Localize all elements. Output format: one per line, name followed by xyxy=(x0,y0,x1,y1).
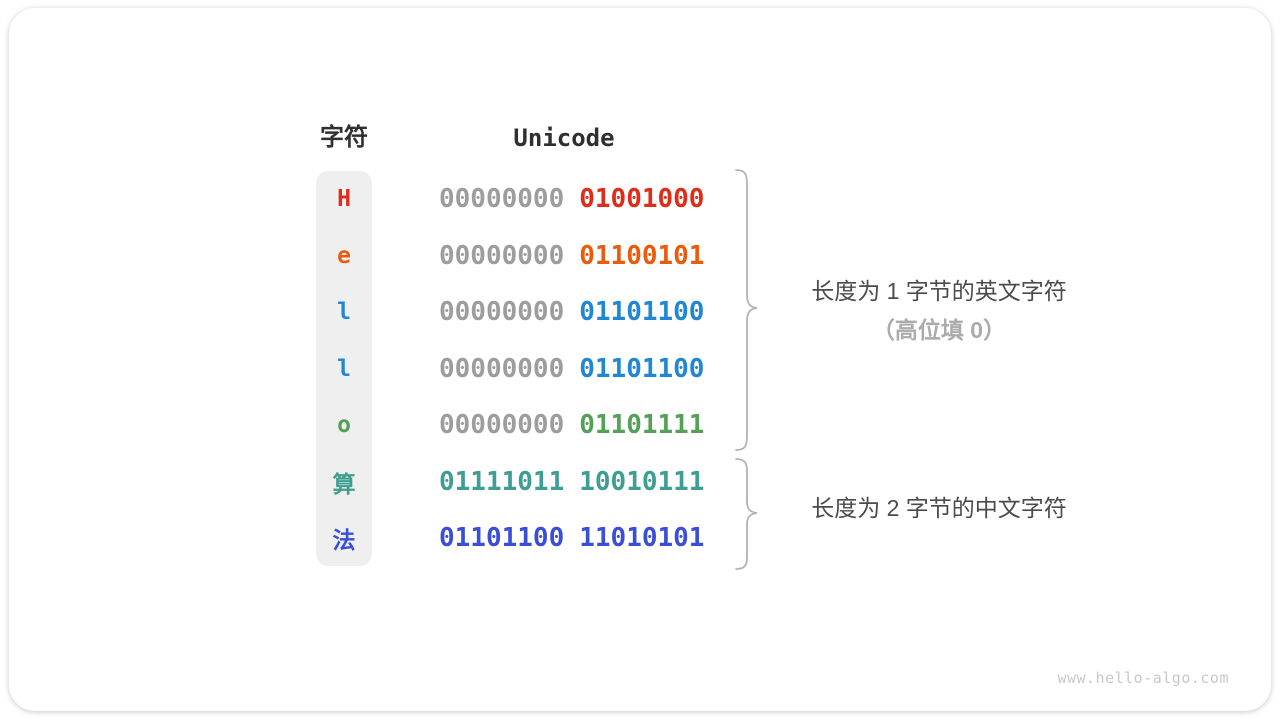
table-row: l 00000000 01101100 xyxy=(316,341,736,398)
unicode-bytes: 01101100 11010101 xyxy=(439,523,704,553)
annotation-line: 长度为 2 字节的中文字符 xyxy=(811,495,1067,521)
annotation-line-note: （高位填 0） xyxy=(871,317,1007,343)
byte-high: 00000000 xyxy=(439,353,565,384)
char-cell: l xyxy=(337,299,351,326)
byte-low: 01101100 xyxy=(579,297,705,328)
byte-low: 11010101 xyxy=(579,523,705,554)
unicode-bytes: 00000000 01101100 xyxy=(439,354,704,384)
table-row: o 00000000 01101111 xyxy=(316,397,736,454)
table-row: 算 01111011 10010111 xyxy=(316,454,736,511)
char-cell: l xyxy=(337,355,351,382)
byte-high: 01101100 xyxy=(439,523,565,554)
unicode-bytes: 01111011 10010111 xyxy=(439,467,704,497)
char-cell: H xyxy=(337,186,351,213)
unicode-bytes: 00000000 01001000 xyxy=(439,184,704,214)
unicode-bytes: 00000000 01101111 xyxy=(439,410,704,440)
byte-low: 01001000 xyxy=(579,184,705,215)
byte-low: 01101100 xyxy=(579,353,705,384)
byte-low: 01100101 xyxy=(579,240,705,271)
unicode-bytes: 00000000 01100101 xyxy=(439,241,704,271)
byte-high: 00000000 xyxy=(439,240,565,271)
encoding-table: H 00000000 01001000 e 00000000 01100101 l … xyxy=(316,171,736,567)
char-cell: o xyxy=(337,412,351,439)
table-row: e 00000000 01100101 xyxy=(316,228,736,285)
char-cell: 法 xyxy=(332,528,356,555)
brace-chinese-group xyxy=(735,458,758,570)
char-column-header: 字符 xyxy=(320,124,368,151)
figure-card: 字符 Unicode H 00000000 01001000 e 00000000… xyxy=(9,8,1271,711)
byte-high: 00000000 xyxy=(439,297,565,328)
watermark: www.hello-algo.com xyxy=(1057,669,1229,687)
char-cell: 算 xyxy=(332,471,356,498)
byte-high: 00000000 xyxy=(439,184,565,215)
table-row: l 00000000 01101100 xyxy=(316,284,736,341)
annotation-chinese-chars: 长度为 2 字节的中文字符 xyxy=(774,489,1104,528)
table-row: H 00000000 01001000 xyxy=(316,171,736,228)
byte-high: 01111011 xyxy=(439,466,565,497)
brace-english-group xyxy=(735,169,758,451)
byte-low: 10010111 xyxy=(579,466,705,497)
char-column-background xyxy=(316,171,372,566)
unicode-bytes: 00000000 01101100 xyxy=(439,297,704,327)
byte-high: 00000000 xyxy=(439,410,565,441)
byte-low: 01101111 xyxy=(579,410,705,441)
unicode-column-header: Unicode xyxy=(513,124,615,152)
table-row: 法 01101100 11010101 xyxy=(316,510,736,567)
char-cell: e xyxy=(337,242,351,269)
annotation-english-chars: 长度为 1 字节的英文字符 （高位填 0） xyxy=(774,272,1104,350)
annotation-line: 长度为 1 字节的英文字符 xyxy=(811,278,1067,304)
